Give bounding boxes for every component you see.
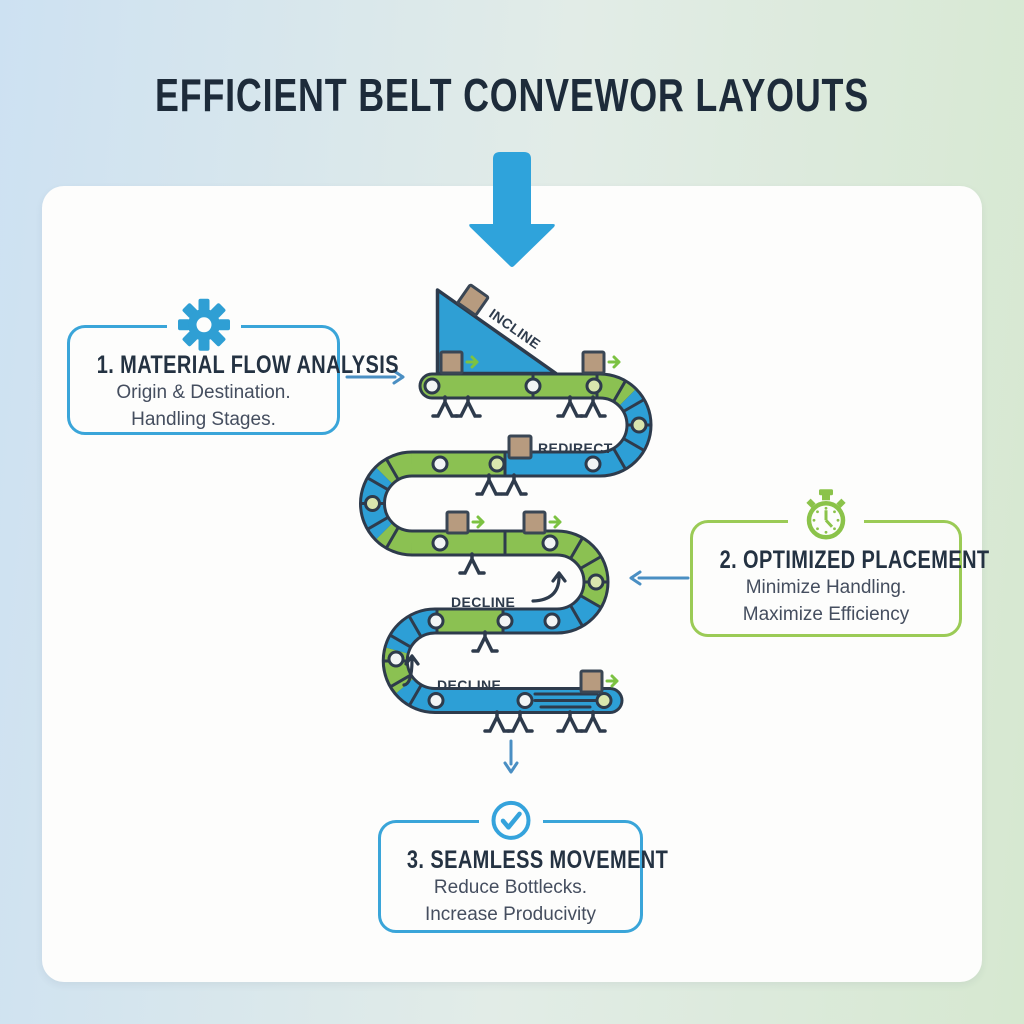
callout-material-flow-analysis: 1. MATERIAL FLOW ANALYSIS Origin & Desti… <box>67 297 399 435</box>
callout-text-line: Minimize Handling. <box>745 577 907 598</box>
support-legs <box>431 395 607 733</box>
material-box <box>456 283 490 317</box>
connector-arrow-analysis <box>345 369 405 385</box>
callout-text-line: Maximize Efficiency <box>742 603 910 625</box>
gear-icon <box>166 297 241 352</box>
flow-arrow-down-large <box>469 152 555 267</box>
connector-arrow-placement <box>629 570 690 586</box>
speed-lines <box>533 692 599 709</box>
flow-arrow-down-small <box>503 739 519 774</box>
stopwatch-icon <box>788 488 864 551</box>
decline-arrows <box>402 571 567 687</box>
decline-lower-label: DECLINE <box>437 677 501 693</box>
connector-arrows <box>345 369 690 774</box>
callout-heading: 3. SEAMLESS MOVEMENT <box>406 846 669 874</box>
check-circle-icon <box>478 798 543 843</box>
callout-text-line: Origin & Destination. <box>116 382 291 403</box>
callout-text-line: Handling Stages. <box>131 408 276 430</box>
callout-text-line: Reduce Bottlecks. <box>433 877 588 898</box>
callout-text-line: Increase Producivity <box>424 903 597 925</box>
direction-arrows <box>465 355 621 688</box>
callout-heading: 2. OPTIMIZED PLACEMENT <box>719 546 990 574</box>
page-title: EFFICIENT BELT CONVEWOR LAYOUTS <box>155 69 869 121</box>
material-boxes <box>439 350 606 694</box>
decline-upper-label: DECLINE <box>451 594 515 610</box>
callout-seamless-movement: 3. SEAMLESS MOVEMENT Reduce Bottlecks. I… <box>378 798 669 933</box>
redirect-label: REDIRECT <box>538 440 613 456</box>
callout-heading: 1. MATERIAL FLOW ANALYSIS <box>96 351 399 379</box>
belt-rollers <box>364 377 648 709</box>
callout-optimized-placement: 2. OPTIMIZED PLACEMENT Minimize Handling… <box>690 488 990 637</box>
